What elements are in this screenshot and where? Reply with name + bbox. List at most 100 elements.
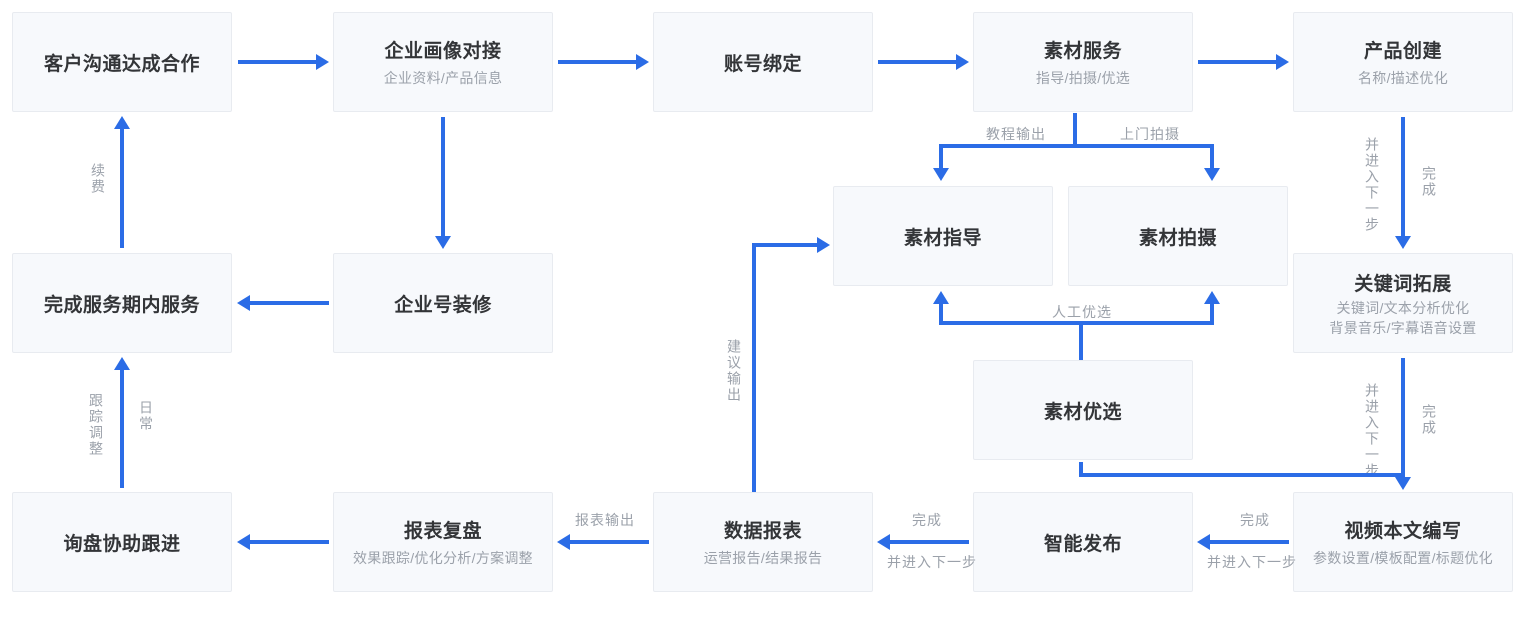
arrowhead-left-icon bbox=[557, 534, 570, 550]
arrow-suggestion-stem bbox=[752, 245, 756, 492]
node-title: 素材优选 bbox=[1043, 401, 1122, 423]
arrow-product-to-keyword bbox=[1401, 117, 1405, 238]
node-title: 产品创建 bbox=[1363, 41, 1442, 63]
edge-label-complete: 完成 bbox=[912, 512, 942, 528]
node-report-review: 报表复盘 效果跟踪/优化分析/方案调整 bbox=[333, 492, 553, 592]
arrowhead-up-icon bbox=[1204, 291, 1220, 304]
node-smart-publish: 智能发布 bbox=[973, 492, 1193, 592]
edge-label-suggestion-output: 建议输出 bbox=[726, 339, 742, 403]
node-title: 素材拍摄 bbox=[1138, 227, 1217, 249]
edge-label-complete: 完成 bbox=[1240, 512, 1270, 528]
node-title: 完成服务期内服务 bbox=[43, 294, 200, 316]
arrow-decoration-to-completion bbox=[250, 301, 329, 305]
node-subtitle: 企业资料/产品信息 bbox=[383, 70, 503, 87]
arrow-branch-to-shooting bbox=[1210, 146, 1214, 171]
node-material-shooting: 素材拍摄 bbox=[1068, 186, 1288, 286]
node-video-script-writing: 视频本文编写 参数设置/模板配置/标题优化 bbox=[1293, 492, 1513, 592]
edge-label-tutorial-output: 教程输出 bbox=[986, 126, 1046, 142]
edge-label-complete: 完成 bbox=[1421, 166, 1437, 198]
arrowhead-down-icon bbox=[933, 168, 949, 181]
arrow-select-to-guidance bbox=[939, 302, 943, 325]
arrow-select-elbow-bar bbox=[1079, 473, 1405, 477]
edge-label-track-adjust: 跟踪调整 bbox=[88, 393, 104, 457]
node-title: 企业号装修 bbox=[394, 294, 492, 316]
arrowhead-left-icon bbox=[877, 534, 890, 550]
edge-label-and-next-step: 并进入下一步 bbox=[1364, 137, 1380, 233]
node-subtitle: 背景音乐/字幕语音设置 bbox=[1329, 320, 1477, 336]
edge-label-and-next-step: 并进入下一步 bbox=[1207, 554, 1297, 570]
node-customer-cooperation: 客户沟通达成合作 bbox=[12, 12, 232, 112]
arrow-suggestion-bar bbox=[752, 243, 818, 247]
arrow-review-to-inquiry bbox=[250, 540, 329, 544]
arrow-material-service-to-product bbox=[1198, 60, 1278, 64]
arrow-keyword-to-video bbox=[1401, 358, 1405, 479]
arrowhead-left-icon bbox=[1197, 534, 1210, 550]
node-material-service: 素材服务 指导/拍摄/优选 bbox=[973, 12, 1193, 112]
arrowhead-down-icon bbox=[435, 236, 451, 249]
node-material-guidance: 素材指导 bbox=[833, 186, 1053, 286]
node-title: 企业画像对接 bbox=[384, 41, 502, 63]
arrow-manual-select-stem bbox=[1079, 321, 1083, 360]
arrow-material-service-branch-bar bbox=[939, 144, 1214, 148]
arrowhead-right-icon bbox=[956, 54, 969, 70]
arrowhead-right-icon bbox=[316, 54, 329, 70]
edge-label-renew: 续费 bbox=[90, 163, 106, 195]
node-company-profile: 企业画像对接 企业资料/产品信息 bbox=[333, 12, 553, 112]
arrowhead-up-icon bbox=[933, 291, 949, 304]
node-subtitle: 关键词/文本分析优化 bbox=[1336, 299, 1470, 316]
node-title: 素材指导 bbox=[903, 227, 982, 249]
node-subtitle: 指导/拍摄/优选 bbox=[1035, 70, 1131, 87]
arrowhead-down-icon bbox=[1395, 236, 1411, 249]
node-title: 客户沟通达成合作 bbox=[43, 53, 200, 75]
node-enterprise-account-decoration: 企业号装修 bbox=[333, 253, 553, 353]
node-inquiry-follow-up: 询盘协助跟进 bbox=[12, 492, 232, 592]
node-title: 账号绑定 bbox=[723, 53, 802, 75]
arrow-renew-up bbox=[120, 128, 124, 248]
arrowhead-up-icon bbox=[114, 357, 130, 370]
node-subtitle: 运营报告/结果报告 bbox=[703, 550, 823, 567]
node-account-binding: 账号绑定 bbox=[653, 12, 873, 112]
node-product-creation: 产品创建 名称/描述优化 bbox=[1293, 12, 1513, 112]
arrow-manual-select-bar bbox=[939, 321, 1214, 325]
arrowhead-right-icon bbox=[1276, 54, 1289, 70]
arrow-publish-to-data-report bbox=[890, 540, 969, 544]
arrow-profile-to-decoration bbox=[441, 117, 445, 237]
node-title: 关键词拓展 bbox=[1354, 273, 1452, 295]
node-title: 数据报表 bbox=[723, 521, 802, 543]
arrow-select-to-shooting bbox=[1210, 302, 1214, 325]
arrowhead-up-icon bbox=[114, 116, 130, 129]
arrowhead-left-icon bbox=[237, 534, 250, 550]
arrow-branch-to-guidance bbox=[939, 146, 943, 171]
node-subtitle: 参数设置/模板配置/标题优化 bbox=[1313, 550, 1493, 567]
arrowhead-left-icon bbox=[237, 295, 250, 311]
arrow-account-to-material-service bbox=[878, 60, 958, 64]
arrowhead-right-icon bbox=[817, 237, 830, 253]
arrow-track-adjust-up bbox=[120, 369, 124, 488]
arrow-video-to-publish bbox=[1210, 540, 1289, 544]
node-title: 视频本文编写 bbox=[1344, 521, 1462, 543]
edge-label-and-next-step: 并进入下一步 bbox=[1364, 383, 1380, 479]
node-material-selection: 素材优选 bbox=[973, 360, 1193, 460]
node-data-report: 数据报表 运营报告/结果报告 bbox=[653, 492, 873, 592]
node-in-service-completion: 完成服务期内服务 bbox=[12, 253, 232, 353]
edge-label-daily: 日常 bbox=[138, 400, 154, 432]
arrow-profile-to-account bbox=[558, 60, 638, 64]
arrow-select-elbow-stem bbox=[1079, 462, 1083, 477]
arrowhead-down-icon bbox=[1204, 168, 1220, 181]
node-title: 素材服务 bbox=[1043, 41, 1122, 63]
edge-label-complete: 完成 bbox=[1421, 404, 1437, 436]
node-keyword-expansion: 关键词拓展 关键词/文本分析优化 背景音乐/字幕语音设置 bbox=[1293, 253, 1513, 353]
arrowhead-right-icon bbox=[636, 54, 649, 70]
node-subtitle: 名称/描述优化 bbox=[1358, 70, 1448, 87]
edge-label-manual-select: 人工优选 bbox=[1052, 304, 1112, 320]
arrow-material-service-branch-stem bbox=[1073, 113, 1077, 148]
edge-label-onsite-shoot: 上门拍摄 bbox=[1120, 126, 1180, 142]
node-title: 报表复盘 bbox=[403, 521, 482, 543]
node-subtitle: 效果跟踪/优化分析/方案调整 bbox=[353, 550, 533, 567]
node-title: 智能发布 bbox=[1043, 533, 1122, 555]
node-title: 询盘协助跟进 bbox=[63, 533, 181, 555]
arrow-customer-to-profile bbox=[238, 60, 318, 64]
edge-label-report-output: 报表输出 bbox=[575, 512, 635, 528]
edge-label-and-next-step: 并进入下一步 bbox=[887, 554, 977, 570]
